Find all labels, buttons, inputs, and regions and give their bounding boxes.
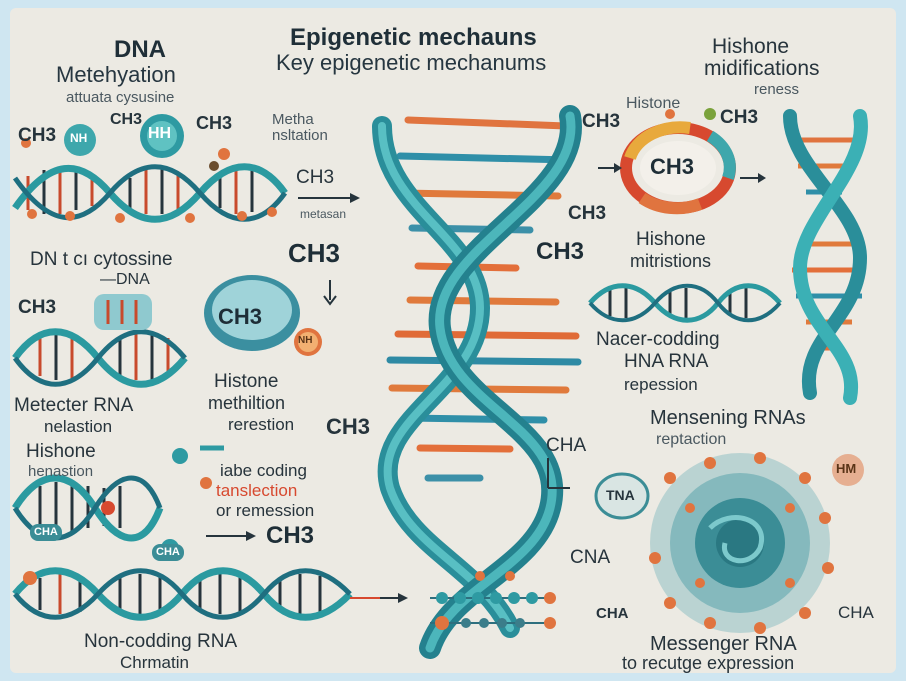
- diagram-artwork: [10, 8, 896, 673]
- meter-rna-line1: Metecter RNA: [14, 396, 133, 415]
- infographic-panel: Epigenetic mechauns Key epigenetic mecha…: [10, 8, 896, 673]
- noncoding-line3: repession: [624, 376, 698, 393]
- bottom-long-dna-strand: [15, 571, 408, 618]
- dna-methylation-heading-line2: Metehyation: [56, 64, 176, 86]
- histone-mod-heading-line1: Hishone: [712, 36, 789, 57]
- methylation-label-line1: Metha: [272, 112, 314, 127]
- histone-henastion-line2: henastion: [28, 464, 93, 479]
- ch3-below-ring: CH3: [568, 204, 606, 223]
- ch3-bubble-label: CH3: [218, 306, 262, 328]
- nh-label: NH: [70, 132, 87, 144]
- histone-mod-sub: reness: [754, 82, 799, 97]
- ring-top-label: Histone: [626, 96, 680, 112]
- coding-line3: or remession: [216, 502, 314, 519]
- ch3-center-right-label: CH3: [536, 240, 584, 264]
- methylation-label-line2: nsltation: [272, 128, 328, 143]
- dna-cytosine-line2: —DNA: [100, 272, 150, 288]
- bottom-label-line1: Non-codding RNA: [84, 632, 237, 651]
- histone-mod-heading-line2: midifications: [704, 58, 820, 79]
- noncoding-line2: HNA RNA: [624, 352, 708, 371]
- main-title: Epigenetic mechauns: [290, 26, 537, 50]
- cha-left-label: CHA: [596, 606, 629, 621]
- subtitle: Key epigenetic mechanums: [276, 52, 546, 74]
- right-histone-line1: Hishone: [636, 230, 706, 249]
- ring-ch3-center: CH3: [650, 156, 694, 178]
- arrow-sub-label: metasan: [300, 208, 346, 220]
- noncoding-line1: Nacer-codding: [596, 330, 720, 349]
- cha-badge-a: CHA: [30, 524, 62, 541]
- histone-methylation-line2: methiltion: [208, 394, 285, 412]
- coding-line2: tanslection: [216, 482, 297, 499]
- chromatin-cluster: [596, 452, 864, 634]
- tna-label: TNA: [606, 488, 635, 502]
- right-dna-helix: [790, 116, 862, 398]
- mensening-line1: Mensening RNAs: [650, 408, 806, 428]
- ch3-left-label: CH3: [18, 298, 56, 317]
- mensening-line2: reptaction: [656, 432, 726, 448]
- hh-label: HH: [148, 126, 171, 142]
- ch3-label-c: CH3: [196, 114, 232, 132]
- ch3-arrow-label: CH3: [296, 168, 334, 187]
- arrow-methylation: [298, 193, 360, 203]
- histone-henastion-line1: Hishone: [26, 442, 96, 461]
- bottom-label-line2: Chrmatin: [120, 654, 189, 671]
- dna-cytosine-line1: DN t cı cytossine: [30, 250, 173, 269]
- ring-ch3-left: CH3: [582, 112, 620, 131]
- ch3-label-a: CH3: [18, 126, 56, 145]
- cha-right-label: CHA: [838, 604, 874, 621]
- dna-methylation-heading-line1: DNA: [114, 38, 166, 62]
- ch3-big-label: CH3: [288, 240, 340, 266]
- right-middle-dna-strand: [590, 286, 780, 321]
- right-histone-line2: mitristions: [630, 252, 711, 270]
- ch3-lower-label: CH3: [266, 524, 314, 548]
- cha-label-center: CHA: [546, 436, 586, 455]
- coding-line1: iabe coding: [220, 462, 307, 479]
- histone-methylation-line3: rerestion: [228, 416, 294, 433]
- histone-methylation-line1: Histone: [214, 372, 278, 391]
- messenger-rna-line2: to recutge expression: [622, 654, 794, 672]
- central-dna-helix: [382, 116, 578, 648]
- nh-badge-label: NH: [298, 336, 312, 346]
- hm-label: HM: [836, 462, 856, 475]
- dna-methylation-sub: attuata cysusine: [66, 90, 174, 105]
- cna-label: CNA: [570, 548, 610, 567]
- ch3-center-label: CH3: [326, 416, 370, 438]
- ring-ch3-right: CH3: [720, 108, 758, 127]
- cha-badge-b: CHA: [152, 544, 184, 561]
- ch3-label-b: CH3: [110, 112, 142, 128]
- meter-rna-line2: nelastion: [44, 418, 112, 435]
- messenger-rna-line1: Messenger RNA: [650, 634, 797, 654]
